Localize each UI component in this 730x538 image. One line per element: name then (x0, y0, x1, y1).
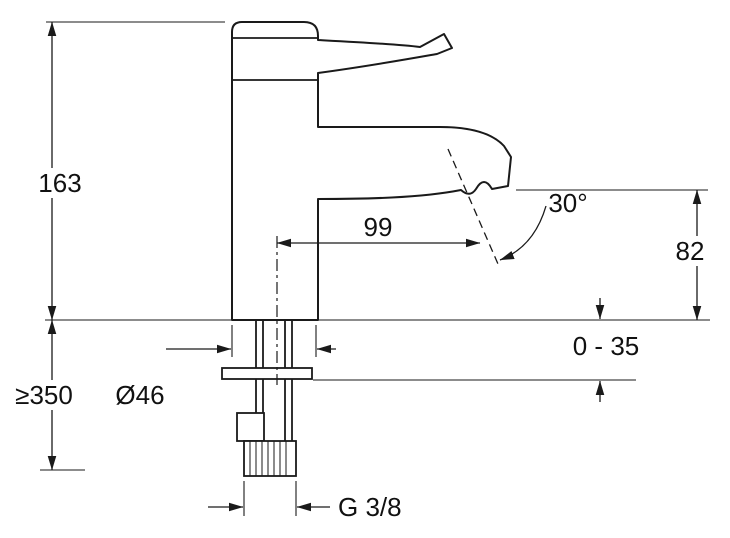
faucet-outline (231, 21, 512, 321)
knurling-hatch (249, 441, 287, 476)
thread-fitting (243, 440, 297, 477)
dim-label-thread-size: G 3/8 (338, 492, 402, 522)
under-deck-assembly (221, 320, 313, 477)
angle-arc-arrow (499, 205, 547, 261)
mounting-nut (236, 412, 265, 442)
dim-label-min-clearance: ≥350 (15, 380, 73, 410)
dim-label-spout-height: 82 (676, 236, 705, 266)
label-mask (666, 236, 714, 266)
label-mask (34, 168, 86, 198)
outlet-axis-dashed-line (447, 148, 499, 265)
dim-label-deck-thickness: 0 - 35 (573, 331, 640, 361)
dim-label-spout-reach: 99 (364, 212, 393, 242)
dim-label-spout-angle: 30° (548, 188, 587, 218)
dim-label-base-diameter: Ø46 (115, 380, 164, 410)
dim-label-total-height: 163 (38, 168, 81, 198)
mounting-flange (221, 367, 313, 380)
label-mask (12, 380, 78, 410)
